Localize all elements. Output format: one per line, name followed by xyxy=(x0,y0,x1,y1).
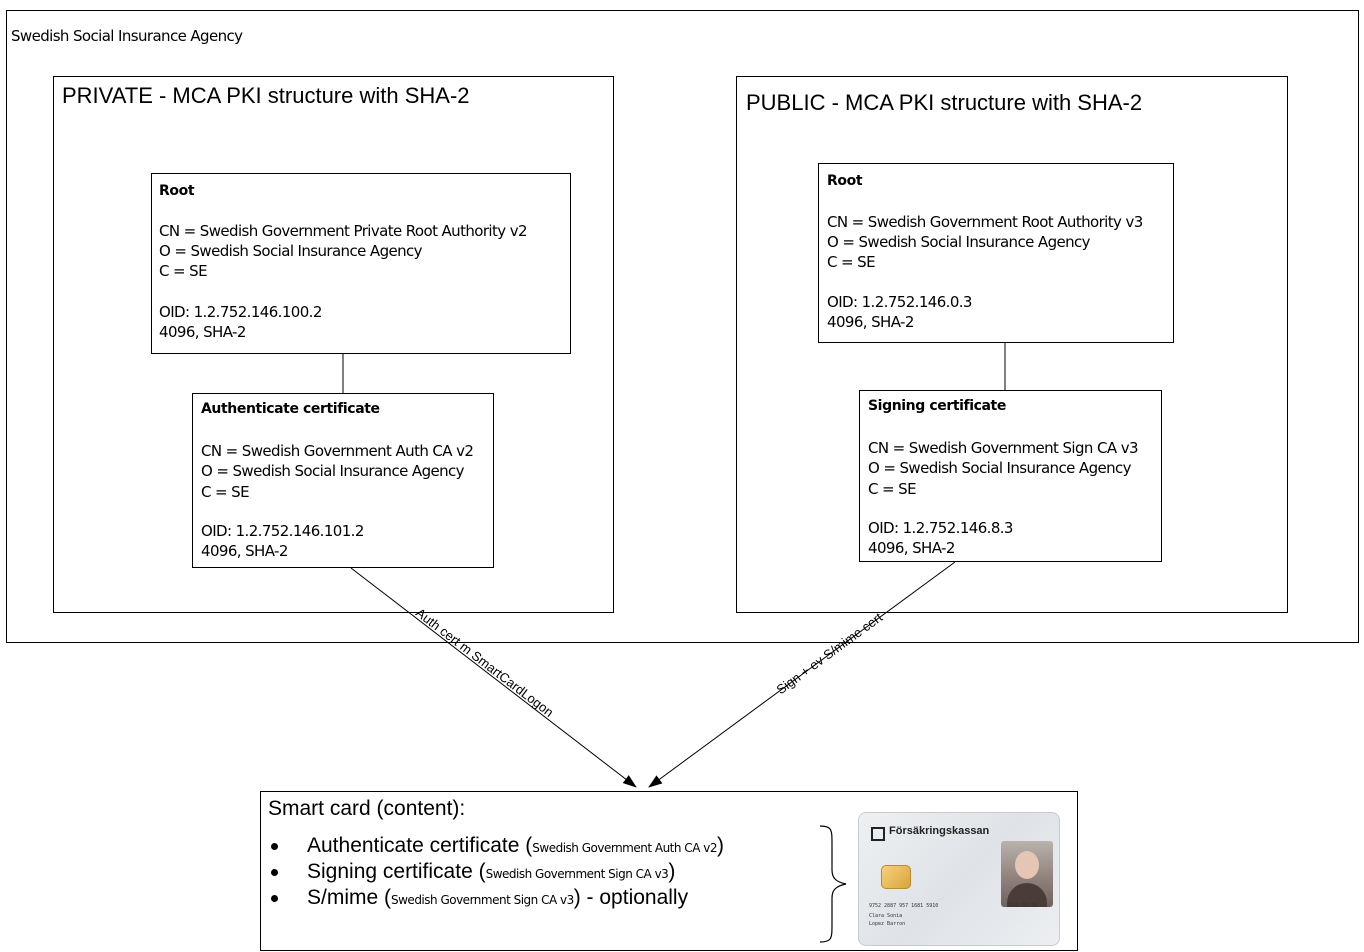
auth-edge-label: Auth cert m SmartCardLogon xyxy=(413,605,556,720)
public-root-box: Root CN = Swedish Government Root Author… xyxy=(818,163,1174,343)
private-cert-cn: CN = Swedish Government Auth CA v2 xyxy=(201,442,474,460)
smartcard-list: Authenticate certificate (Swedish Govern… xyxy=(261,833,724,911)
private-cert-oid: OID: 1.2.752.146.101.2 xyxy=(201,522,364,540)
card-name-2: Lopez Barron xyxy=(869,921,906,927)
item-main-text: Signing certificate ( xyxy=(307,860,486,883)
smartcard-image: Försäkringskassan 9752 2887 957 1681 591… xyxy=(858,812,1060,946)
private-cert-heading: Authenticate certificate xyxy=(201,401,380,417)
public-root-alg: 4096, SHA-2 xyxy=(827,313,914,331)
public-cert-c: C = SE xyxy=(868,480,917,498)
private-root-cn: CN = Swedish Government Private Root Aut… xyxy=(159,222,528,240)
chip-icon xyxy=(881,865,911,889)
public-cert-oid: OID: 1.2.752.146.8.3 xyxy=(868,519,1013,537)
item-ca-text: Swedish Government Sign CA v3 xyxy=(485,867,669,881)
item-ca-text: Swedish Government Auth CA v2 xyxy=(532,841,717,855)
bullet-icon xyxy=(271,843,278,850)
public-cert-alg: 4096, SHA-2 xyxy=(868,539,955,557)
public-cert-o: O = Swedish Social Insurance Agency xyxy=(868,459,1132,477)
private-cert-c: C = SE xyxy=(201,483,250,501)
item-end-text: ) xyxy=(668,860,676,883)
public-root-oid: OID: 1.2.752.146.0.3 xyxy=(827,293,972,311)
private-root-alg: 4096, SHA-2 xyxy=(159,323,246,341)
public-panel-title: PUBLIC - MCA PKI structure with SHA-2 xyxy=(746,90,1143,115)
public-cert-cn: CN = Swedish Government Sign CA v3 xyxy=(868,439,1139,457)
bullet-icon xyxy=(271,869,278,876)
private-root-oid: OID: 1.2.752.146.100.2 xyxy=(159,303,322,321)
card-date: 2019-03-19 xyxy=(1007,903,1038,909)
list-item: S/mime (Swedish Government Sign CA v3) -… xyxy=(261,885,724,911)
private-root-o: O = Swedish Social Insurance Agency xyxy=(159,242,423,260)
public-cert-heading: Signing certificate xyxy=(868,398,1006,414)
agency-title: Swedish Social Insurance Agency xyxy=(11,27,243,45)
card-name-1: Clara Sonia xyxy=(869,913,903,919)
item-main-text: S/mime ( xyxy=(307,886,391,909)
item-main-text: Authenticate certificate ( xyxy=(307,834,533,857)
card-number: 9752 2887 957 1681 5910 xyxy=(869,903,939,909)
private-cert-alg: 4096, SHA-2 xyxy=(201,542,288,560)
public-root-heading: Root xyxy=(827,173,863,189)
public-root-o: O = Swedish Social Insurance Agency xyxy=(827,233,1091,251)
public-sign-cert-box: Signing certificate CN = Swedish Governm… xyxy=(859,390,1162,562)
item-end-text: ) - optionally xyxy=(573,886,689,909)
sign-edge-label: Sign + ev S/mime cert xyxy=(774,609,886,697)
card-brand: Försäkringskassan xyxy=(889,825,990,837)
item-end-text: ) xyxy=(716,834,724,857)
sign-cert-arrow xyxy=(648,561,956,788)
bullet-icon xyxy=(271,895,278,902)
private-cert-o: O = Swedish Social Insurance Agency xyxy=(201,462,465,480)
item-ca-text: Swedish Government Sign CA v3 xyxy=(391,893,574,907)
list-item: Signing certificate (Swedish Government … xyxy=(261,859,724,885)
list-item: Authenticate certificate (Swedish Govern… xyxy=(261,833,724,859)
private-panel-title: PRIVATE - MCA PKI structure with SHA-2 xyxy=(62,83,470,108)
photo-icon xyxy=(1001,841,1053,907)
private-root-heading: Root xyxy=(159,183,195,199)
private-auth-cert-box: Authenticate certificate CN = Swedish Go… xyxy=(192,393,494,568)
public-root-c: C = SE xyxy=(827,253,876,271)
private-root-box: Root CN = Swedish Government Private Roo… xyxy=(151,173,571,354)
private-root-c: C = SE xyxy=(159,262,208,280)
public-root-cn: CN = Swedish Government Root Authority v… xyxy=(827,213,1143,231)
curly-brace-icon xyxy=(819,825,847,943)
auth-cert-arrow xyxy=(350,567,637,788)
card-logo-icon xyxy=(871,827,885,841)
smartcard-title: Smart card (content): xyxy=(268,797,466,820)
